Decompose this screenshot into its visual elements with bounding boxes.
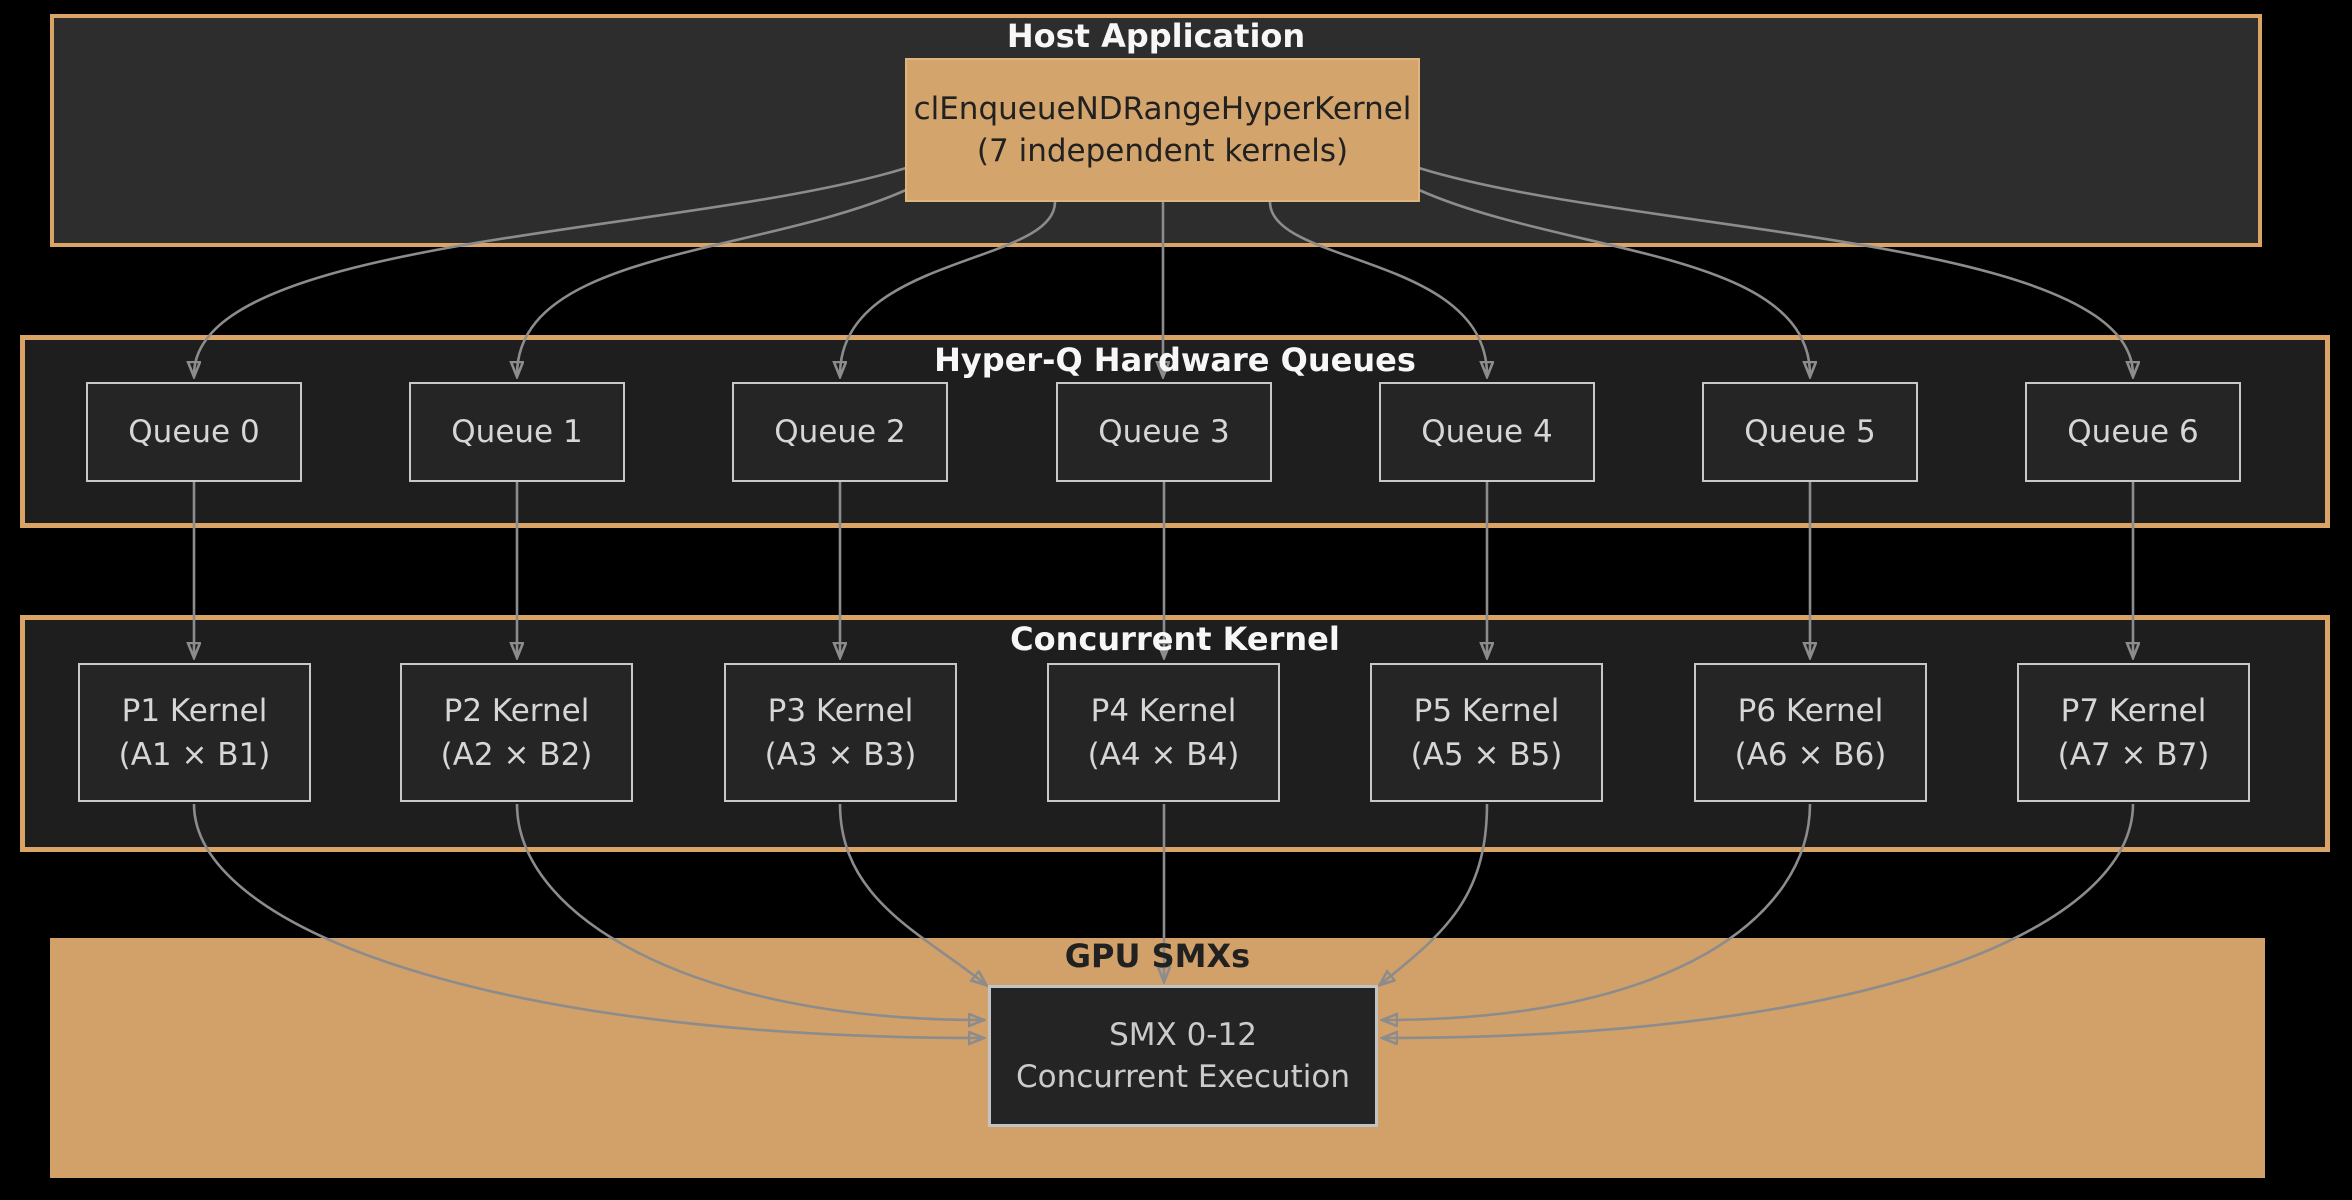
kernel-node-p5: P5 Kernel (A5 × B5) xyxy=(1370,663,1603,802)
queue-node-5: Queue 5 xyxy=(1702,382,1918,482)
kernel-line1: P7 Kernel xyxy=(2060,692,2207,729)
kernel-line2: (A6 × B6) xyxy=(1734,736,1887,773)
kernel-line2: (A2 × B2) xyxy=(440,736,593,773)
queue-node-0: Queue 0 xyxy=(86,382,302,482)
queue-label: Queue 6 xyxy=(2067,414,2199,450)
kernel-line2: (A3 × B3) xyxy=(764,736,917,773)
kernel-line1: P5 Kernel xyxy=(1413,692,1560,729)
kernel-node-p7: P7 Kernel (A7 × B7) xyxy=(2017,663,2250,802)
kernel-node-p3: P3 Kernel (A3 × B3) xyxy=(724,663,957,802)
queue-label: Queue 5 xyxy=(1744,414,1876,450)
kernel-line2: (A4 × B4) xyxy=(1087,736,1240,773)
queue-node-1: Queue 1 xyxy=(409,382,625,482)
queue-label: Queue 4 xyxy=(1421,414,1553,450)
kernel-node-p6: P6 Kernel (A6 × B6) xyxy=(1694,663,1927,802)
queue-label: Queue 2 xyxy=(774,414,906,450)
kernel-line1: P4 Kernel xyxy=(1090,692,1237,729)
kernel-node-p4: P4 Kernel (A4 × B4) xyxy=(1047,663,1280,802)
kernel-line1: P3 Kernel xyxy=(767,692,914,729)
host-enqueue-node: clEnqueueNDRangeHyperKernel (7 independe… xyxy=(905,58,1420,202)
host-node-line2: (7 independent kernels) xyxy=(976,133,1349,169)
kernel-line2: (A5 × B5) xyxy=(1410,736,1563,773)
kernel-line1: P1 Kernel xyxy=(121,692,268,729)
queue-node-6: Queue 6 xyxy=(2025,382,2241,482)
queue-node-4: Queue 4 xyxy=(1379,382,1595,482)
host-node-line1: clEnqueueNDRangeHyperKernel xyxy=(913,91,1412,127)
kernel-line1: P2 Kernel xyxy=(443,692,590,729)
smx-node-line1: SMX 0-12 xyxy=(1109,1017,1257,1053)
kernel-node-p1: P1 Kernel (A1 × B1) xyxy=(78,663,311,802)
queue-label: Queue 1 xyxy=(451,414,583,450)
kernel-line2: (A1 × B1) xyxy=(118,736,271,773)
queue-label: Queue 0 xyxy=(128,414,260,450)
queue-label: Queue 3 xyxy=(1098,414,1230,450)
smx-node: SMX 0-12 Concurrent Execution xyxy=(988,985,1378,1127)
smx-node-line2: Concurrent Execution xyxy=(1015,1059,1351,1095)
queue-node-3: Queue 3 xyxy=(1056,382,1272,482)
queue-node-2: Queue 2 xyxy=(732,382,948,482)
kernel-line2: (A7 × B7) xyxy=(2057,736,2210,773)
kernel-line1: P6 Kernel xyxy=(1737,692,1884,729)
kernel-node-p2: P2 Kernel (A2 × B2) xyxy=(400,663,633,802)
